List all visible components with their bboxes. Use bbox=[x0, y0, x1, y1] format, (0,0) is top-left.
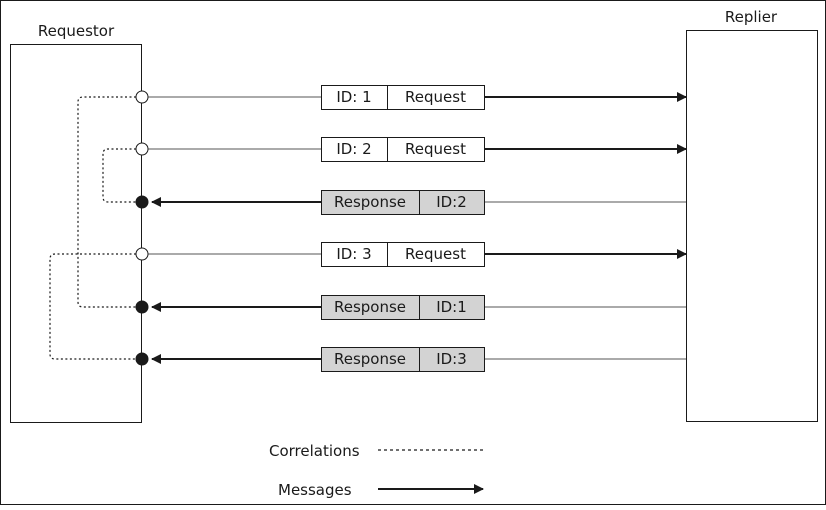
request-message-row: ID: 2 Request bbox=[135, 137, 687, 162]
response-endpoint-dot bbox=[135, 300, 149, 314]
request-message-row: ID: 3 Request bbox=[135, 242, 687, 267]
correlation-connector bbox=[49, 253, 136, 360]
response-message-row: Response ID:3 bbox=[135, 347, 686, 372]
message-id-text: ID:3 bbox=[436, 350, 467, 368]
request-origin-circle bbox=[135, 247, 149, 261]
request-message-row: ID: 1 Request bbox=[135, 85, 687, 110]
requestor-label: Requestor bbox=[38, 22, 115, 40]
request-origin-circle bbox=[135, 142, 149, 156]
response-box bbox=[321, 347, 485, 372]
correlation-connector bbox=[77, 96, 136, 308]
legend-correlations-label: Correlations bbox=[269, 442, 360, 460]
message-id-text: ID: 1 bbox=[336, 88, 371, 106]
message-type-text: Request bbox=[405, 245, 466, 263]
response-box bbox=[321, 295, 485, 320]
message-type-text: Response bbox=[334, 298, 406, 316]
requestor-box bbox=[10, 44, 142, 423]
correlation-lines bbox=[49, 96, 136, 360]
legend: Correlations Messages bbox=[269, 442, 484, 499]
message-id-text: ID:1 bbox=[436, 298, 467, 316]
response-box bbox=[321, 190, 485, 215]
message-type-text: Response bbox=[334, 350, 406, 368]
request-box bbox=[321, 242, 485, 267]
response-message-row: Response ID:2 bbox=[135, 190, 686, 215]
response-message-row: Response ID:1 bbox=[135, 295, 686, 320]
legend-messages-label: Messages bbox=[278, 481, 352, 499]
message-id-text: ID: 3 bbox=[336, 245, 371, 263]
response-endpoint-dot bbox=[135, 195, 149, 209]
response-endpoint-dot bbox=[135, 352, 149, 366]
request-origin-circle bbox=[135, 90, 149, 104]
message-type-text: Request bbox=[405, 140, 466, 158]
request-box bbox=[321, 85, 485, 110]
message-id-text: ID: 2 bbox=[336, 140, 371, 158]
request-box bbox=[321, 137, 485, 162]
message-type-text: Response bbox=[334, 193, 406, 211]
message-type-text: Request bbox=[405, 88, 466, 106]
replier-label: Replier bbox=[725, 8, 778, 26]
message-id-text: ID:2 bbox=[436, 193, 467, 211]
replier-box bbox=[686, 30, 818, 422]
